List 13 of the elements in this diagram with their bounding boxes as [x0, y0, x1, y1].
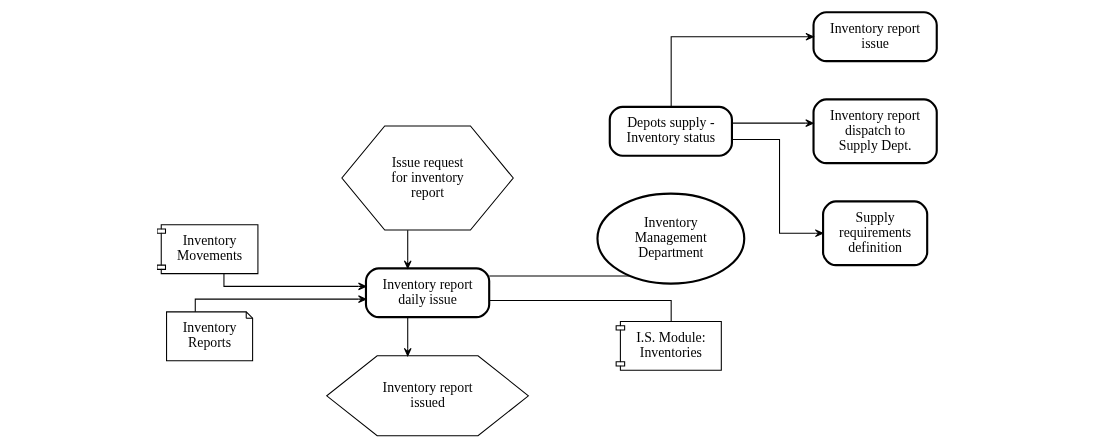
arrow [670, 32, 814, 107]
node-box: Depots supply - Inventory status [608, 105, 733, 157]
node-ellipse: Inventory Management Department [596, 192, 746, 285]
node-box: Inventory report dispatch to Supply Dept. [812, 98, 938, 165]
connector [488, 275, 630, 277]
arrow [731, 119, 814, 127]
arrow [731, 138, 824, 238]
node-box: Inventory report issue [812, 11, 938, 63]
node-box: Supply requirements definition [822, 200, 929, 267]
node-box: Inventory report daily issue [364, 267, 491, 319]
arrow [403, 317, 412, 357]
arrow [403, 229, 412, 269]
connector [488, 299, 672, 322]
